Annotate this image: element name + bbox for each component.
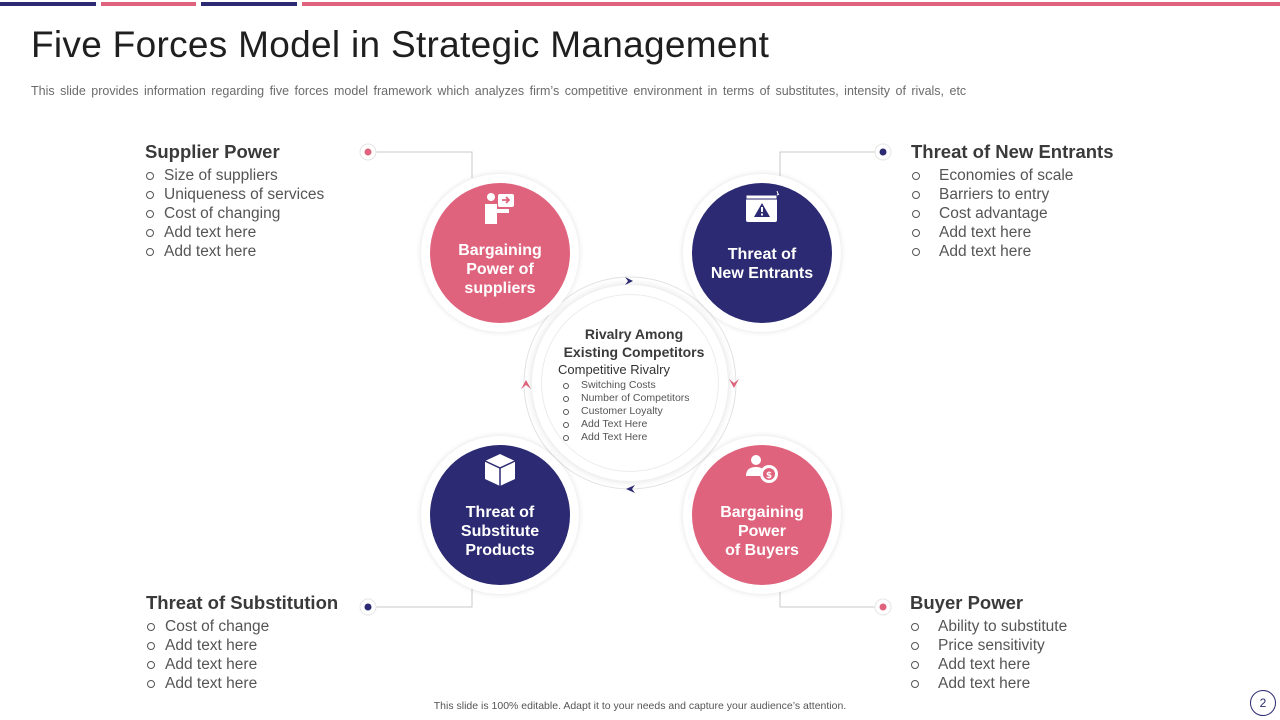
center-title: Rivalry Among Existing Competitors	[563, 326, 705, 360]
list-item: Add text here	[145, 223, 324, 242]
list-item: Cost of changing	[145, 204, 324, 223]
top-bar-pink-2	[302, 2, 1280, 6]
supplier-power-heading: Supplier Power	[145, 141, 280, 162]
new-entrants-list: Economies of scale Barriers to entry Cos…	[911, 166, 1114, 261]
force-suppliers: Bargaining Power of suppliers	[430, 183, 570, 323]
force-substitutes: Threat of Substitute Products	[430, 445, 570, 585]
connector-supplier	[368, 151, 473, 178]
substitution-list: Cost of change Add text here Add text he…	[146, 617, 338, 693]
chevron-up-icon	[521, 380, 531, 389]
buyer-dollar-icon: $	[744, 451, 780, 489]
svg-text:$: $	[766, 471, 772, 481]
connector-substitution	[368, 587, 473, 608]
substitution-heading: Threat of Substitution	[146, 592, 339, 613]
list-item: Economies of scale	[911, 166, 1114, 185]
connector-entrants	[779, 151, 883, 178]
list-item: Add text here	[146, 636, 338, 655]
supplier-power-block: Supplier Power Size of suppliers Uniquen…	[145, 141, 324, 261]
list-item: Switching Costs	[562, 379, 690, 392]
list-item: Barriers to entry	[911, 185, 1114, 204]
page-subtitle: This slide provides information regardin…	[31, 84, 967, 98]
chevron-left-icon	[626, 485, 635, 493]
list-item: Cost advantage	[911, 204, 1114, 223]
center-subtitle: Competitive Rivalry	[558, 362, 670, 377]
warning-window-icon	[744, 189, 780, 227]
list-item: Customer Loyalty	[562, 405, 690, 418]
chevron-down-icon	[729, 379, 739, 388]
connector-buyers	[779, 590, 883, 608]
center-list: Switching Costs Number of Competitors Cu…	[562, 379, 690, 444]
new-entrants-heading: Threat of New Entrants	[911, 141, 1114, 162]
list-item: Add Text Here	[562, 418, 690, 431]
center-circle	[541, 294, 719, 472]
list-item: Add text here	[910, 655, 1067, 674]
dot-substitution	[359, 598, 377, 616]
presenter-icon	[482, 189, 518, 227]
force-entrants-label: Threat of New Entrants	[710, 246, 814, 282]
top-bar-navy-2	[201, 2, 297, 6]
list-item: Uniqueness of services	[145, 185, 324, 204]
list-item: Add text here	[911, 242, 1114, 261]
top-bar-pink-1	[101, 2, 196, 6]
supplier-power-list: Size of suppliers Uniqueness of services…	[145, 166, 324, 261]
force-buyers-label: Bargaining Power of Buyers	[720, 504, 804, 559]
list-item: Add text here	[911, 223, 1114, 242]
dot-entrants	[874, 143, 892, 161]
substitution-block: Threat of Substitution Cost of change Ad…	[146, 592, 338, 693]
force-suppliers-label: Bargaining Power of suppliers	[458, 242, 542, 297]
list-item: Add text here	[910, 674, 1067, 693]
list-item: Price sensitivity	[910, 636, 1067, 655]
list-item: Add text here	[145, 242, 324, 261]
list-item: Add text here	[146, 674, 338, 693]
buyer-power-block: Buyer Power Ability to substitute Price …	[910, 592, 1067, 693]
list-item: Add text here	[146, 655, 338, 674]
top-bar-navy-1	[0, 2, 96, 6]
list-item: Size of suppliers	[145, 166, 324, 185]
buyer-power-heading: Buyer Power	[910, 592, 1024, 613]
dot-buyers	[874, 598, 892, 616]
list-item: Cost of change	[146, 617, 338, 636]
force-buyers: $ Bargaining Power of Buyers	[692, 445, 832, 585]
list-item: Add Text Here	[562, 431, 690, 444]
list-item: Number of Competitors	[562, 392, 690, 405]
chevron-right-icon	[625, 277, 633, 285]
new-entrants-block: Threat of New Entrants Economies of scal…	[911, 141, 1114, 261]
page-title: Five Forces Model in Strategic Managemen…	[31, 24, 770, 65]
force-substitutes-label: Threat of Substitute Products	[460, 504, 540, 559]
list-item: Ability to substitute	[910, 617, 1067, 636]
dot-supplier	[359, 143, 377, 161]
buyer-power-list: Ability to substitute Price sensitivity …	[910, 617, 1067, 693]
box-icon	[482, 451, 518, 489]
page-number: 2	[1250, 690, 1276, 716]
force-entrants: Threat of New Entrants	[692, 183, 832, 323]
footer-note: This slide is 100% editable. Adapt it to…	[433, 700, 847, 712]
